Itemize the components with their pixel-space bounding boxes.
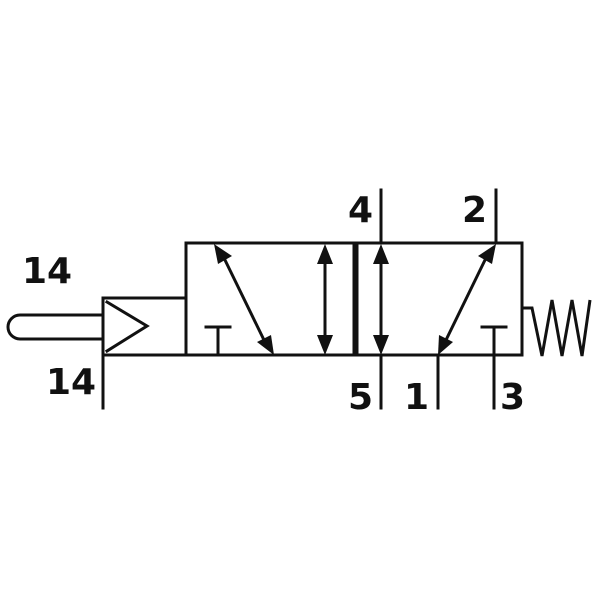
port-label-4: 4 — [348, 190, 373, 231]
flow-arrow-diagonal-left — [214, 244, 274, 355]
pilot-label-top: 14 — [22, 251, 72, 292]
flow-arrow-vertical-left — [317, 244, 333, 355]
valve-box-left — [184, 241, 356, 357]
closed-port-icon — [204, 325, 232, 357]
pilot-label-bottom: 14 — [46, 362, 96, 403]
closed-port-icon — [480, 325, 508, 357]
flow-arrow-diagonal-right — [438, 244, 496, 355]
port-label-5: 5 — [348, 377, 373, 418]
flow-arrow-vertical-right — [373, 244, 389, 355]
valve-box-right — [352, 241, 524, 357]
port-label-2: 2 — [462, 190, 487, 231]
pilot-actuator — [6, 296, 188, 410]
pilot-chevron-icon — [104, 299, 150, 354]
port-label-3: 3 — [500, 377, 525, 418]
port-label-1: 1 — [404, 377, 429, 418]
plunger-rod — [6, 313, 104, 341]
port-lines — [379, 188, 498, 410]
spring-icon — [522, 299, 592, 357]
